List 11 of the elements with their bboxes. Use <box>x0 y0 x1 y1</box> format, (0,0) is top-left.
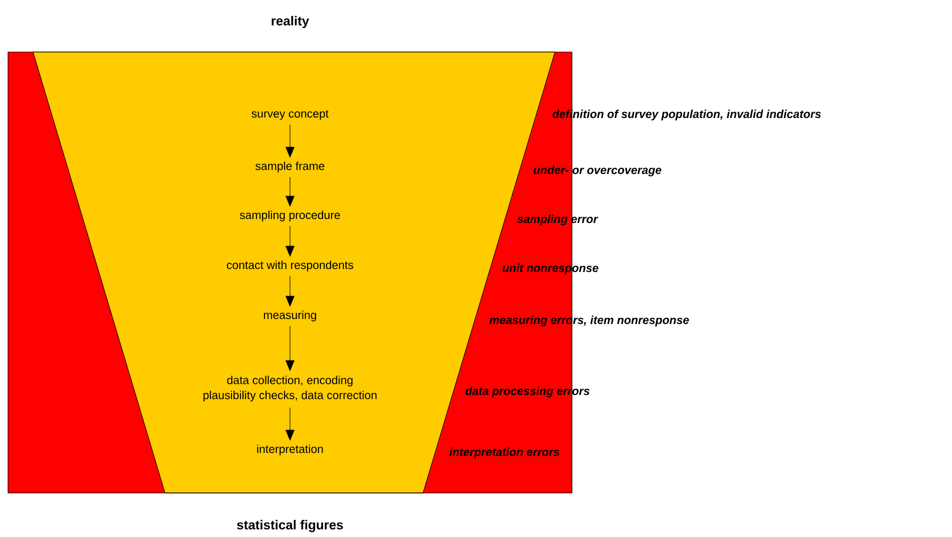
step-text: sampling procedure <box>240 210 340 222</box>
heading: statistical figures <box>237 520 343 532</box>
step-text: data collection, encoding plausibility checks, data correction <box>204 376 376 402</box>
heading: reality <box>272 16 310 28</box>
step-text: contact with respondents <box>226 260 354 272</box>
step-text: interpretation <box>257 444 323 456</box>
error-label: interpretation errors <box>449 448 560 458</box>
error-label: under- or overcoverage <box>534 166 662 176</box>
step-text: sample frame <box>256 162 324 172</box>
step-text: measuring <box>264 310 316 322</box>
step-text: survey concept <box>252 110 329 120</box>
